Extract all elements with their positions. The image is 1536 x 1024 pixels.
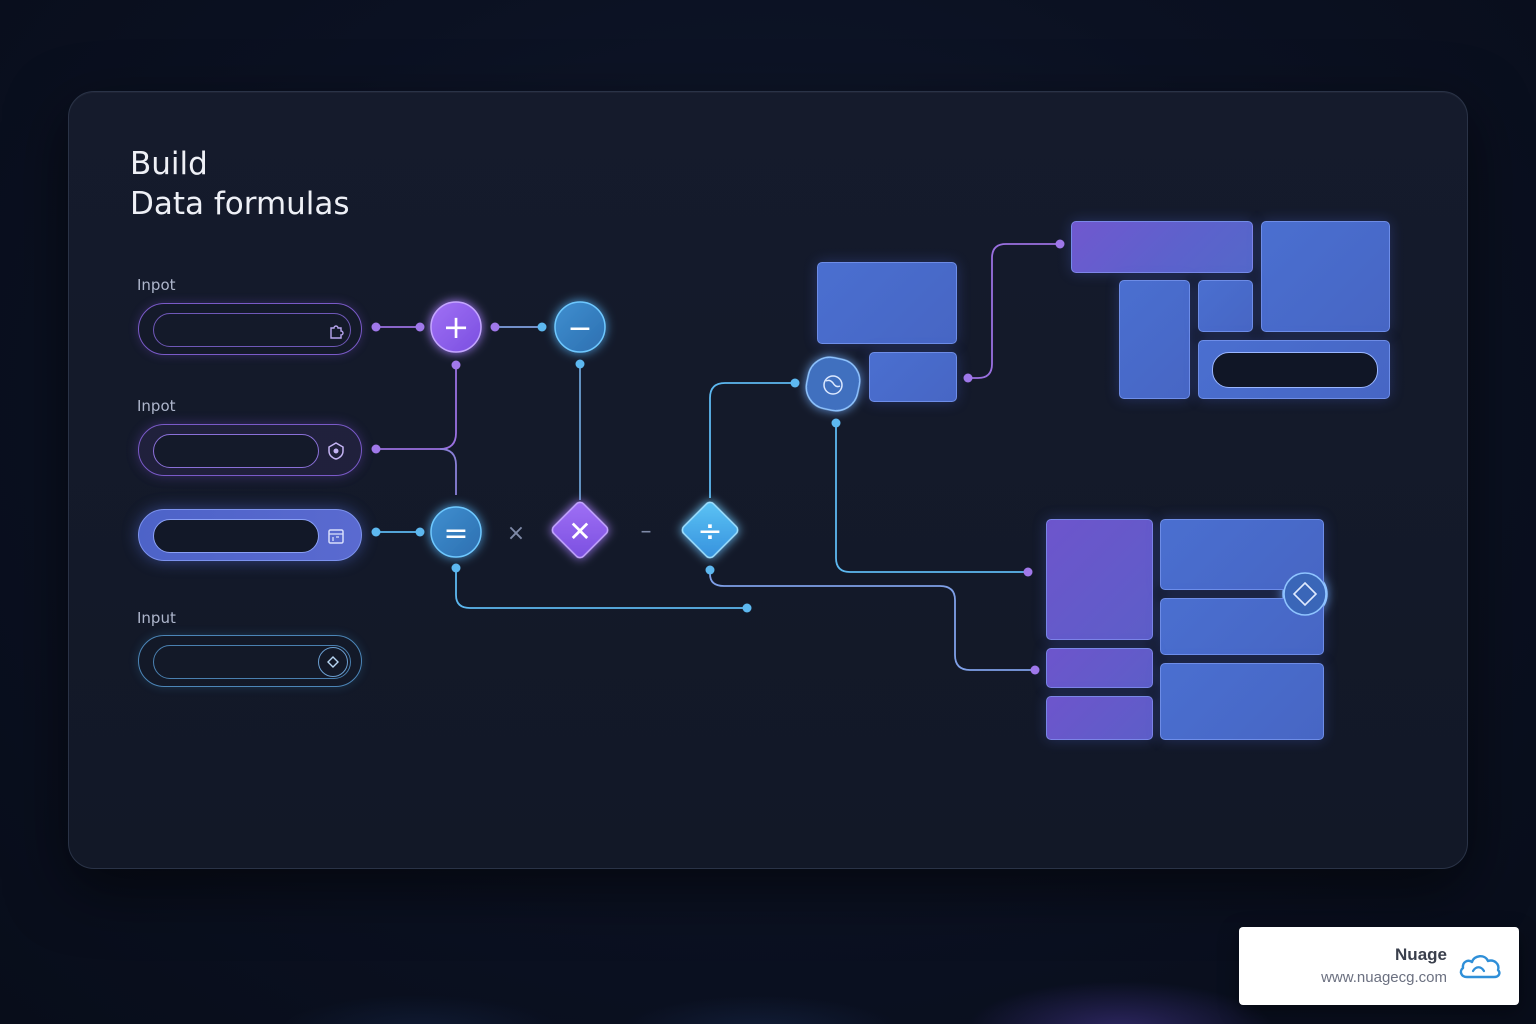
connector-equals-out: [455, 568, 747, 609]
equals-symbol: =: [443, 516, 468, 551]
input-box-1[interactable]: [153, 313, 351, 347]
input-box-4[interactable]: [153, 645, 351, 679]
input-label-2: Inpot: [137, 397, 176, 415]
top-grid-field-container[interactable]: [1198, 340, 1390, 399]
input-box-3[interactable]: [153, 519, 319, 553]
title-line-2: Data formulas: [130, 186, 350, 222]
globe-icon: [823, 375, 843, 395]
times-glyph: ×: [507, 521, 525, 546]
brand-name: Nuage: [1395, 945, 1447, 964]
bottom-grid-small-1[interactable]: [1046, 648, 1153, 688]
connector-box-topgrid: [968, 243, 1060, 379]
output-card-large[interactable]: [817, 262, 957, 344]
top-grid-header-bar[interactable]: [1071, 221, 1253, 273]
input-field-4[interactable]: [138, 635, 362, 687]
bottom-grid-bottom-wide[interactable]: [1160, 663, 1324, 740]
connector-input2-plus: [376, 365, 457, 450]
multiply-node[interactable]: ✕: [550, 500, 609, 559]
divide-node[interactable]: ÷: [680, 500, 739, 559]
connector-globe-grid: [835, 423, 1028, 573]
top-grid-panel-large[interactable]: [1261, 221, 1390, 332]
connector-input2-equals: [439, 448, 457, 495]
divide-symbol: ÷: [697, 514, 722, 549]
equals-node[interactable]: =: [430, 506, 482, 558]
bottom-grid-top-wide[interactable]: [1160, 519, 1324, 590]
bottom-grid-mid-wide[interactable]: [1160, 598, 1324, 655]
connector-divide-globe: [709, 382, 795, 498]
plus-symbol: +: [443, 308, 470, 346]
title-line-1: Build: [130, 146, 208, 182]
calendar-icon: [321, 521, 351, 551]
plus-node[interactable]: +: [430, 301, 482, 353]
shield-icon: [321, 436, 351, 466]
bottom-grid-small-2[interactable]: [1046, 696, 1153, 740]
multiply-symbol: ✕: [568, 515, 591, 548]
globe-node[interactable]: [802, 353, 864, 415]
top-grid-pill-input[interactable]: [1212, 352, 1378, 388]
minus-node[interactable]: −: [554, 301, 606, 353]
input-field-3[interactable]: [138, 509, 362, 561]
bottom-grid-tall-card[interactable]: [1046, 519, 1153, 640]
cloud-icon: [1457, 949, 1503, 988]
connector-lines: [376, 243, 1060, 671]
minus-symbol: −: [567, 311, 592, 346]
input-field-1[interactable]: [138, 303, 362, 355]
dash-glyph: –: [641, 519, 652, 544]
top-grid-square[interactable]: [1198, 280, 1253, 332]
connector-dots: [371, 239, 1065, 675]
diamond-icon: [318, 647, 348, 677]
input-box-2[interactable]: [153, 434, 319, 468]
input-label-1: Inpot: [137, 276, 176, 294]
brand-badge[interactable]: Nuage www.nuagecg.com: [1239, 927, 1519, 1005]
top-grid-column[interactable]: [1119, 280, 1190, 399]
input-field-2[interactable]: [138, 424, 362, 476]
puzzle-icon: [321, 315, 351, 345]
output-card-small[interactable]: [869, 352, 957, 402]
page-title: Build Data formulas: [130, 144, 350, 224]
connector-divide-grid: [709, 570, 1035, 671]
input-label-4: Input: [137, 609, 176, 627]
brand-url: www.nuagecg.com: [1321, 969, 1447, 986]
